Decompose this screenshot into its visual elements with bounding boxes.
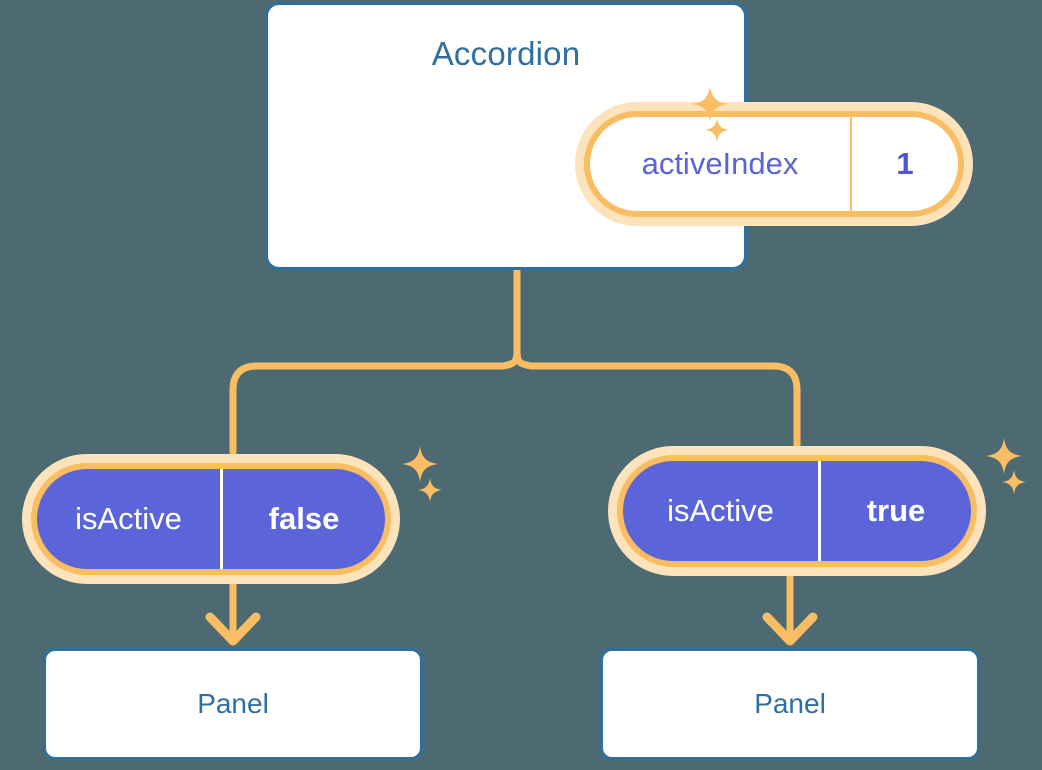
state-pill-active-index[interactable]: activeIndex 1 xyxy=(575,102,973,226)
state-pill-inner: isActive false xyxy=(37,469,385,569)
arrow-right xyxy=(762,576,818,646)
state-value-label: true xyxy=(866,493,926,528)
state-key-label: isActive xyxy=(37,469,223,569)
sparkle-icon-small xyxy=(418,478,442,502)
sparkle-icon-small xyxy=(1002,470,1026,494)
connector-branch-right xyxy=(513,348,801,450)
component-card-accordion[interactable]: Accordion activeIndex 1 xyxy=(265,2,973,270)
state-pill-inner: activeIndex 1 xyxy=(590,117,958,211)
state-value-label: false xyxy=(268,501,340,536)
state-pill-is-active-false[interactable]: isActive false xyxy=(22,454,400,584)
connector-trunk xyxy=(229,266,521,456)
state-pill-is-active-true[interactable]: isActive true xyxy=(608,446,986,576)
component-card-panel-left[interactable]: Panel xyxy=(43,648,423,760)
state-pill-inner: isActive true xyxy=(623,461,971,561)
state-value-label: 1 xyxy=(896,146,914,181)
accordion-title: Accordion xyxy=(431,35,581,72)
sparkle-icon-large xyxy=(986,438,1022,474)
state-key-label: activeIndex xyxy=(590,117,852,211)
arrow-left xyxy=(205,584,261,646)
state-key-label: isActive xyxy=(623,461,821,561)
panel-title: Panel xyxy=(754,688,826,719)
component-card-panel-right[interactable]: Panel xyxy=(600,648,980,760)
panel-title: Panel xyxy=(197,688,269,719)
sparkle-icon-large xyxy=(402,446,438,482)
